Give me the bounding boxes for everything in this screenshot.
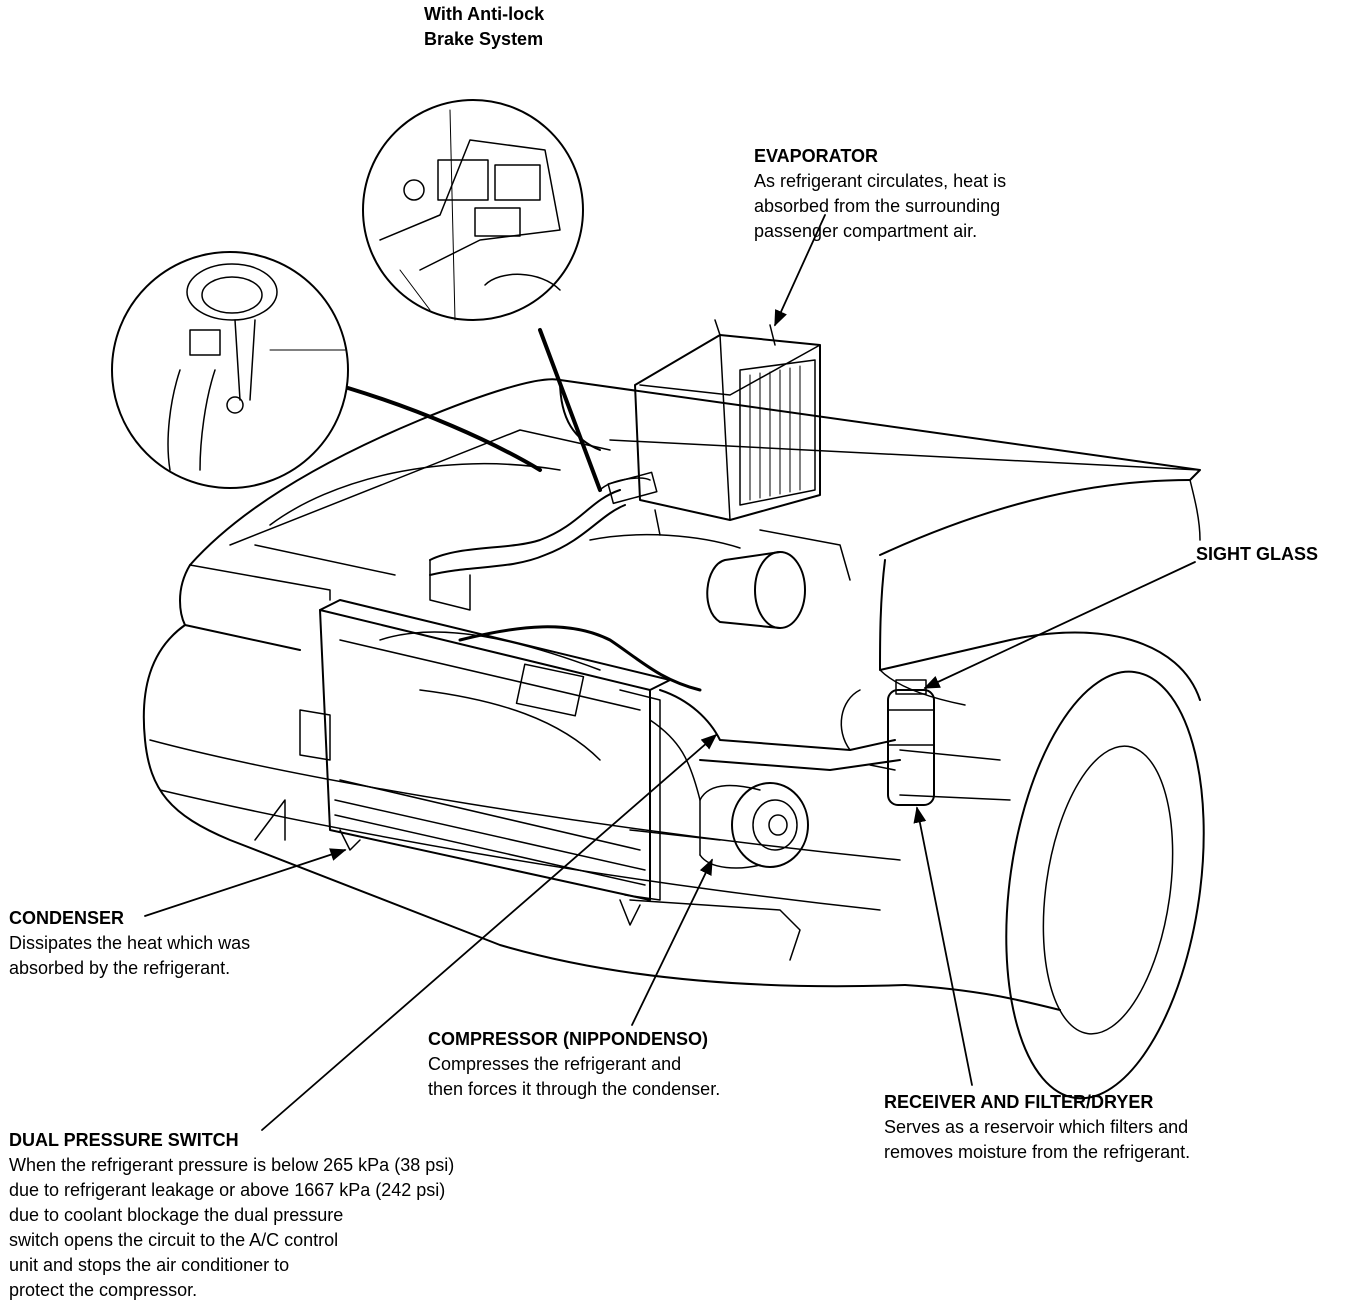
left-inset-circle <box>111 251 542 489</box>
evaporator-description: As refrigerant circulates, heat is absor… <box>754 171 1007 241</box>
reservoir-tank <box>589 529 851 629</box>
compressor-description: Compresses the refrigerant and then forc… <box>428 1054 721 1099</box>
evaporator-title: EVAPORATOR <box>754 146 879 166</box>
compressor-title: COMPRESSOR (NIPPONDENSO) <box>428 1029 709 1049</box>
sight-glass-leader <box>923 561 1196 689</box>
receiver-leader <box>913 806 973 1086</box>
compressor <box>699 782 809 869</box>
receiver-dryer-label: RECEIVER AND FILTER/DRYER Serves as a re… <box>884 1090 1304 1165</box>
condenser-label: CONDENSER Dissipates the heat which was … <box>9 906 349 981</box>
receiver-dryer-title: RECEIVER AND FILTER/DRYER <box>884 1092 1154 1112</box>
sight-glass-label: SIGHT GLASS <box>1196 542 1356 567</box>
refrigerant-lines <box>429 489 901 841</box>
abs-inset-circle <box>362 99 602 492</box>
compressor-leader <box>631 858 713 1026</box>
condenser-title: CONDENSER <box>9 908 125 928</box>
abs-inset-caption: With Anti-lock Brake System <box>424 4 545 49</box>
dual-pressure-switch-description: When the refrigerant pressure is below 2… <box>9 1155 455 1300</box>
radiator-condenser <box>299 599 671 926</box>
sight-glass-title: SIGHT GLASS <box>1196 544 1319 564</box>
condenser-leader <box>144 848 347 917</box>
dual-pressure-switch-leader <box>261 733 718 1131</box>
dual-pressure-switch-label: DUAL PRESSURE SWITCH When the refrigeran… <box>9 1128 609 1303</box>
evaporator-label: EVAPORATOR As refrigerant circulates, he… <box>754 144 1114 244</box>
condenser-description: Dissipates the heat which was absorbed b… <box>9 933 251 978</box>
leader-lines <box>144 214 1196 1131</box>
compressor-label: COMPRESSOR (NIPPONDENSO) Compresses the … <box>428 1027 848 1102</box>
receiver-dryer-description: Serves as a reservoir which filters and … <box>884 1117 1191 1162</box>
dual-pressure-switch-title: DUAL PRESSURE SWITCH <box>9 1130 239 1150</box>
car-body <box>142 378 1205 1100</box>
evaporator-leader <box>774 214 826 327</box>
evaporator-unit <box>599 319 821 536</box>
